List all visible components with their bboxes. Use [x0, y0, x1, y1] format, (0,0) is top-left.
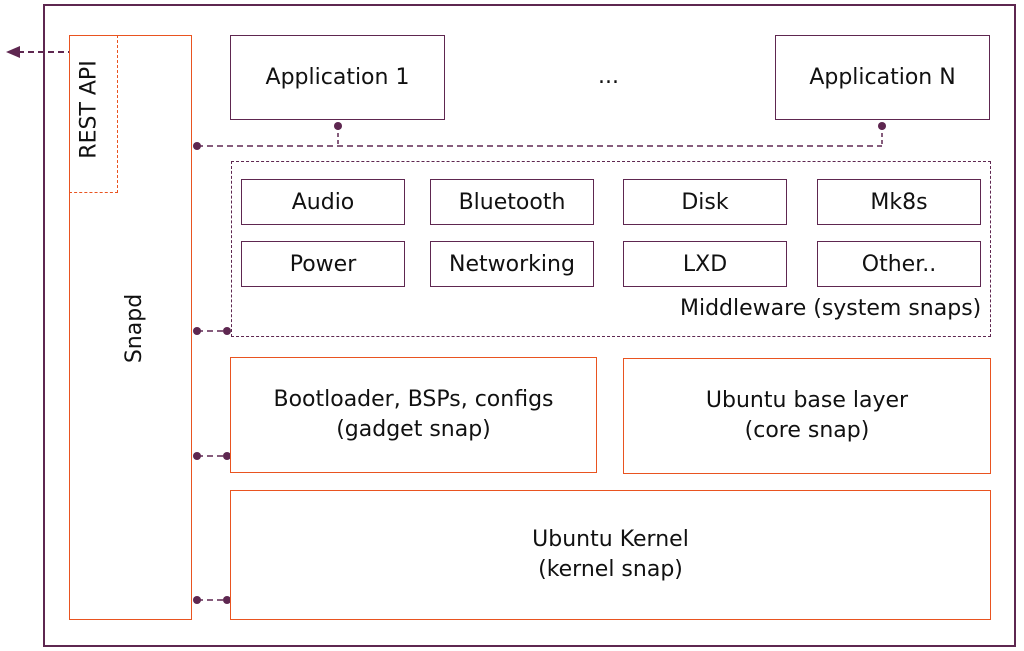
- gadget-snap-box: Bootloader, BSPs, configs (gadget snap): [230, 357, 597, 473]
- middleware-networking: Networking: [430, 241, 594, 287]
- middleware-audio: Audio: [241, 179, 405, 225]
- application-n-box: Application N: [775, 35, 990, 120]
- application-n-label: Application N: [809, 65, 956, 90]
- system-frame: [43, 4, 1016, 647]
- rest-api-label: REST API: [76, 60, 102, 159]
- snapd-box: Snapd: [69, 35, 192, 620]
- middleware-power: Power: [241, 241, 405, 287]
- application-1-label: Application 1: [265, 65, 410, 90]
- core-snap-line1: Ubuntu base layer: [705, 388, 909, 413]
- middleware-other: Other..: [817, 241, 981, 287]
- core-snap-box: Ubuntu base layer (core snap): [623, 358, 991, 474]
- snapd-label: Snapd: [122, 293, 148, 364]
- gadget-snap-line1: Bootloader, BSPs, configs: [273, 387, 554, 412]
- applications-ellipsis: ...: [598, 64, 619, 89]
- middleware-disk: Disk: [623, 179, 787, 225]
- middleware-bluetooth: Bluetooth: [430, 179, 594, 225]
- gadget-snap-line2: (gadget snap): [336, 417, 491, 442]
- kernel-snap-line1: Ubuntu Kernel: [532, 527, 689, 552]
- middleware-container: [231, 161, 991, 337]
- rest-api-box: REST API: [69, 35, 118, 193]
- middleware-mk8s: Mk8s: [817, 179, 981, 225]
- middleware-lxd: LXD: [623, 241, 787, 287]
- application-1-box: Application 1: [230, 35, 445, 120]
- kernel-snap-line2: (kernel snap): [538, 557, 683, 582]
- middleware-caption: Middleware (system snaps): [680, 296, 982, 321]
- kernel-snap-box: Ubuntu Kernel (kernel snap): [230, 490, 991, 620]
- core-snap-line2: (core snap): [744, 418, 870, 443]
